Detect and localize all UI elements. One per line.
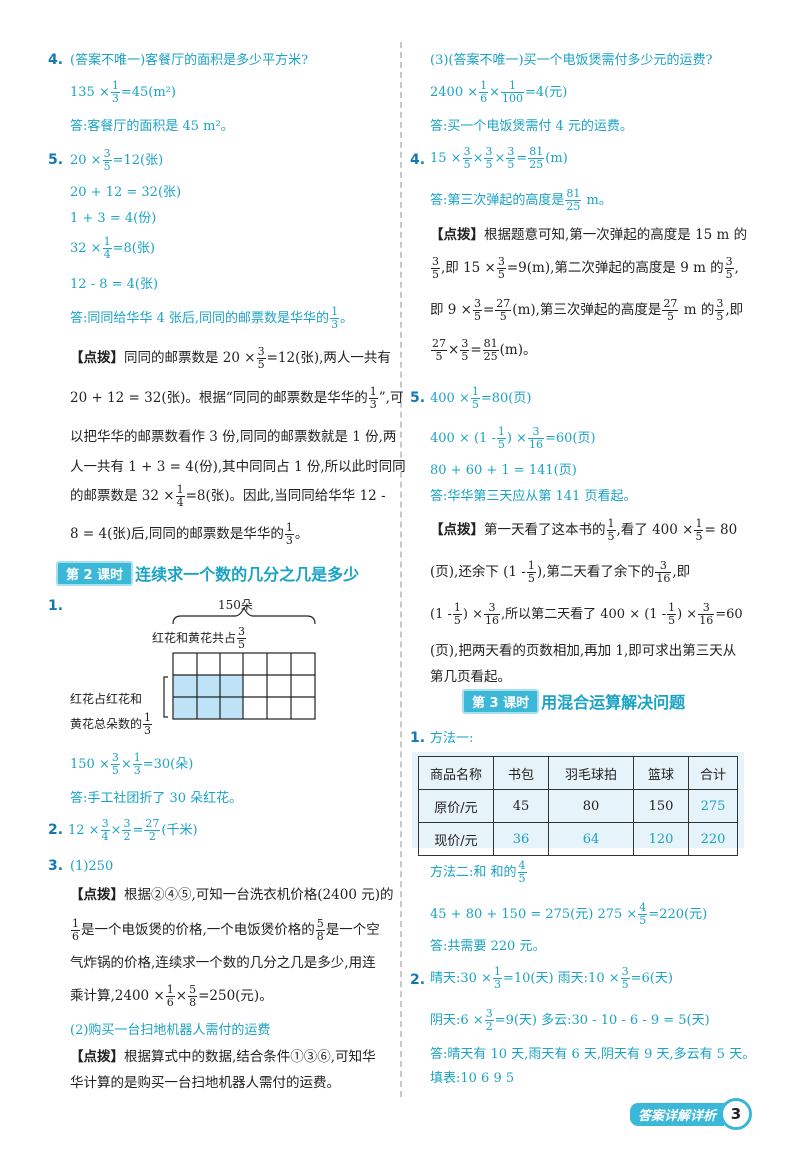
page-footer: 答案详解详析 3 xyxy=(629,1098,752,1130)
table-header-cell: 篮球 xyxy=(633,756,689,790)
side-bracket xyxy=(163,676,168,718)
table-cell: 原价/元 xyxy=(418,789,494,823)
r-q5-tip-line4: (页),把两天看的页数相加,再加 1,即可求出第三天从 xyxy=(430,643,737,659)
column-divider xyxy=(400,42,402,1097)
question-number: 1. xyxy=(410,730,426,746)
q5-line5: 12 - 8 = 4(张) xyxy=(70,277,159,292)
lesson3-header: 第 3 课时 用混合运算解决问题 xyxy=(462,688,686,714)
lesson-title: 用混合运算解决问题 xyxy=(541,693,686,712)
lesson-title: 连续求一个数的几分之几是多少 xyxy=(135,565,360,584)
lesson-tag: 第 2 课时 xyxy=(56,560,134,586)
question-number: 2. xyxy=(410,972,426,988)
table-header-cell: 羽毛球拍 xyxy=(548,756,634,790)
r-q3-part3: (3)(答案不唯一)买一个电饭煲需付多少元的运费? xyxy=(430,53,713,68)
r-q5-answer: 答:华华第三天应从第 141 页看起。 xyxy=(430,489,637,504)
table-cell: 现价/元 xyxy=(418,822,494,856)
brace-label: 150朵 xyxy=(218,598,253,612)
q1-answer: 答:手工社团折了 30 朵红花。 xyxy=(70,791,243,806)
q3-tip2-line1: 【点拨】根据算式中的数据,结合条件①③⑥,可知华 xyxy=(70,1049,376,1065)
r2-fill: 填表:10 6 9 5 xyxy=(430,1071,515,1086)
question-number: 1. xyxy=(48,598,64,614)
r1-answer: 答:共需要 220 元。 xyxy=(430,939,546,954)
q5-tip-line3: 以把华华的邮票数看作 3 份,同同的邮票数就是 1 份,两 xyxy=(70,429,397,445)
q4-answer: 答:客餐厅的面积是 45 m²。 xyxy=(70,119,234,134)
lesson-tag: 第 3 课时 xyxy=(462,688,540,714)
table-cell: 120 xyxy=(633,822,689,856)
footer-label: 答案详解详析 xyxy=(629,1102,724,1126)
brace xyxy=(172,606,316,625)
q3-tip2-line2: 华计算的是购买一台扫地机器人需付的运费。 xyxy=(70,1075,340,1091)
q4-title: (答案不唯一)客餐厅的面积是多少平方米? xyxy=(70,53,309,68)
lesson2-header: 第 2 课时 连续求一个数的几分之几是多少 xyxy=(56,560,360,586)
q3-tip-line3: 气炸锅的价格,连续求一个数的几分之几是多少,用连 xyxy=(70,955,376,971)
page-number: 3 xyxy=(720,1098,752,1130)
table-cell: 36 xyxy=(493,822,549,856)
r-q5-tip-line5: 第几页看起。 xyxy=(430,669,511,685)
table-cell: 275 xyxy=(688,789,738,823)
q3-part1: (1)250 xyxy=(70,859,114,874)
table-row: 原价/元 45 80 150 275 xyxy=(418,789,738,823)
table-header-cell: 合计 xyxy=(688,756,738,790)
table-cell: 45 xyxy=(493,789,549,823)
fraction-diagram xyxy=(163,606,316,720)
question-number: 3. xyxy=(48,858,64,874)
question-number: 2. xyxy=(48,822,64,838)
table-cell: 150 xyxy=(633,789,689,823)
table-row: 现价/元 36 64 120 220 xyxy=(418,822,738,856)
r2-answer: 答:晴天有 10 天,雨天有 6 天,阴天有 9 天,多云有 5 天。 xyxy=(430,1047,756,1062)
question-number: 4. xyxy=(48,52,64,68)
r-q5-line3: 80 + 60 + 1 = 141(页) xyxy=(430,463,577,478)
price-table: 商品名称 书包 羽毛球拍 篮球 合计 原价/元 45 80 150 275 现价… xyxy=(418,756,738,856)
q3-tip-line1: 【点拨】根据②④⑤,可知一台洗衣机价格(2400 元)的 xyxy=(70,887,394,903)
q5-line2: 20 + 12 = 32(张) xyxy=(70,185,182,200)
r-q3-answer: 答:买一个电饭煲需付 4 元的运费。 xyxy=(430,119,633,134)
question-number: 5. xyxy=(48,152,64,168)
table-row: 商品名称 书包 羽毛球拍 篮球 合计 xyxy=(418,756,738,790)
r-q4-tip-line1: 【点拨】根据题意可知,第一次弹起的高度是 15 m 的 xyxy=(430,227,748,243)
table-cell: 64 xyxy=(548,822,634,856)
q5-line3: 1 + 3 = 4(份) xyxy=(70,211,157,226)
question-number: 4. xyxy=(410,152,426,168)
table-header-cell: 书包 xyxy=(493,756,549,790)
q3-part2: (2)购买一台扫地机器人需付的运费 xyxy=(70,1023,271,1038)
table-header-cell: 商品名称 xyxy=(418,756,494,790)
table-cell: 80 xyxy=(548,789,634,823)
question-number: 5. xyxy=(410,390,426,406)
q5-tip-line4: 人一共有 1 + 3 = 4(份),其中同同占 1 份,所以此时同同 xyxy=(70,459,406,475)
table-cell: 220 xyxy=(688,822,738,856)
r1-method1-label: 方法一: xyxy=(430,731,474,746)
grid xyxy=(172,652,316,720)
side-label-1: 红花占红花和 xyxy=(70,692,143,706)
